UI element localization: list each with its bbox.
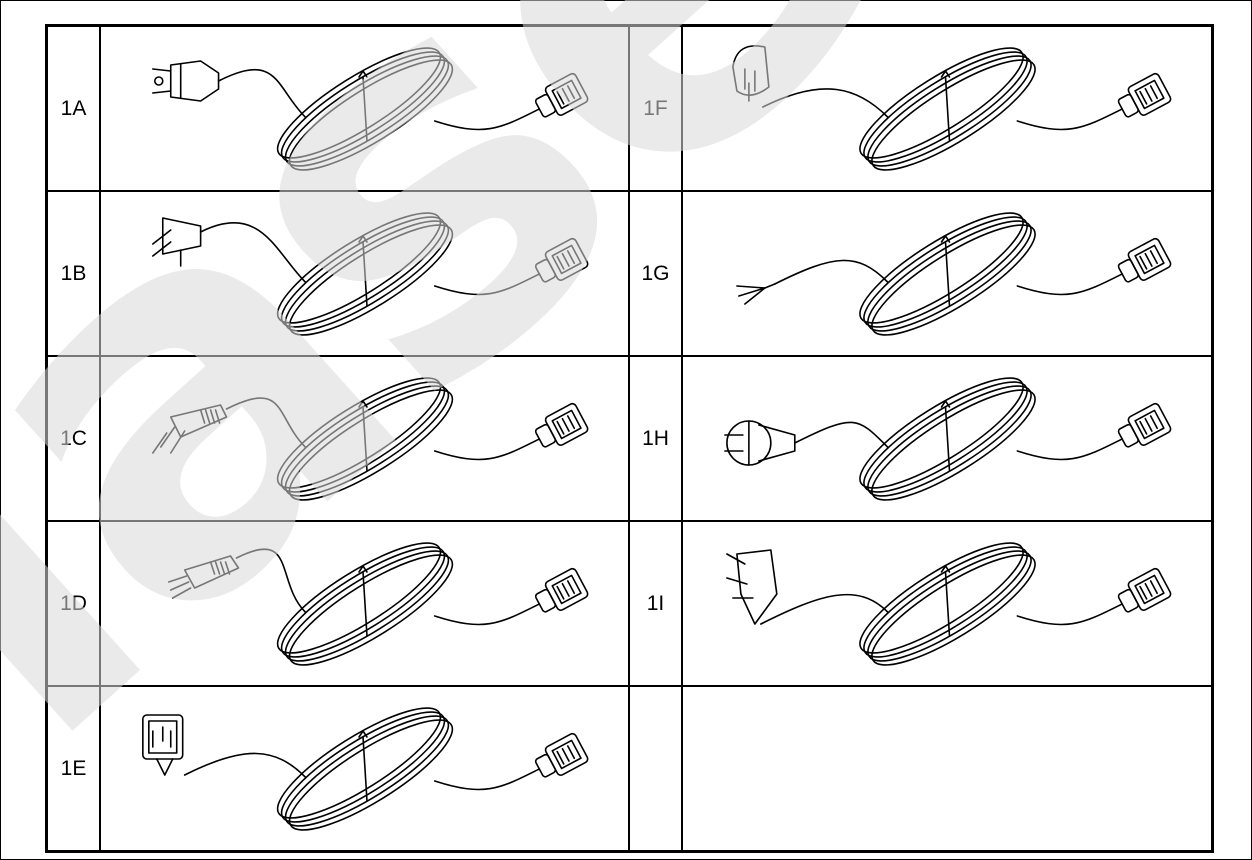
cable-coil — [859, 47, 1036, 171]
cord-cable — [217, 69, 307, 118]
cable-coil — [859, 542, 1036, 666]
cable-tie — [940, 235, 951, 243]
plug-italy-plug — [167, 555, 240, 599]
cable-tie — [358, 70, 368, 78]
empty-image-cell — [682, 686, 1212, 851]
cable-coil — [276, 542, 454, 666]
iec-c13-connector — [1117, 402, 1172, 448]
cord-cable — [433, 603, 541, 626]
cord-drawing — [726, 542, 1172, 666]
cord-drawing — [736, 212, 1172, 336]
cord-drawing — [152, 47, 589, 171]
cord-drawing — [142, 707, 589, 831]
plug-israel-plug — [732, 45, 770, 102]
cord-label: 1E — [60, 756, 87, 780]
cord-label: 1C — [60, 426, 87, 450]
cable-tie — [358, 235, 368, 243]
power-cord-us-3-pin-plug — [100, 26, 629, 191]
cord-cable — [433, 108, 541, 131]
power-cord-swiss-plug — [100, 356, 629, 521]
iec-c13-connector — [1117, 72, 1172, 118]
power-cord-schuko-plug — [682, 356, 1212, 521]
cord-cable — [1016, 273, 1123, 296]
cord-cable — [235, 548, 307, 613]
plug-australia-plug — [152, 217, 202, 267]
cable-coil — [859, 377, 1036, 501]
cable-coil — [276, 707, 454, 831]
cord-label: 1G — [641, 261, 670, 285]
plug-schuko-plug — [724, 420, 796, 466]
iec-c13-connector — [534, 72, 589, 118]
power-cord-bare-wire-end — [682, 191, 1212, 356]
iec-c13-connector — [534, 402, 589, 448]
cord-cable — [1016, 603, 1123, 626]
cord-cable — [183, 752, 307, 778]
cord-label: 1I — [646, 591, 665, 615]
cable-coil — [276, 212, 454, 336]
power-cord-uk-plug — [100, 686, 629, 851]
cord-label: 1A — [60, 96, 87, 120]
cable-coil — [859, 212, 1036, 336]
label-cell: 1H — [629, 356, 682, 521]
cord-drawing — [732, 45, 1172, 171]
cable-tie — [940, 400, 951, 408]
cord-cable — [199, 221, 307, 283]
label-cell: 1B — [47, 191, 100, 356]
power-cord-south-africa-plug — [682, 521, 1212, 686]
label-cell: 1I — [629, 521, 682, 686]
plug-swiss-plug — [152, 404, 228, 454]
power-cord-israel-plug — [682, 26, 1212, 191]
cord-cable — [225, 397, 307, 448]
cord-cable — [774, 259, 889, 285]
cord-label: 1D — [60, 591, 87, 615]
cord-cable — [1016, 438, 1123, 461]
cord-label: 1F — [643, 96, 668, 120]
cord-cable — [762, 88, 889, 118]
iec-c13-connector — [534, 567, 589, 613]
cable-tie — [358, 730, 368, 738]
label-cell: 1G — [629, 191, 682, 356]
plug-bare-wire-end — [736, 283, 776, 305]
plug-us-3-pin-plug — [152, 60, 220, 102]
iec-c13-connector — [534, 732, 589, 778]
plug-uk-plug — [142, 714, 184, 776]
iec-c13-connector — [1117, 567, 1172, 613]
power-cord-table: 1A 1F 1B 1G 1C 1H 1D 1I 1E — [45, 24, 1214, 853]
cable-tie — [940, 70, 951, 78]
cord-cable — [433, 438, 541, 461]
power-cord-australia-plug — [100, 191, 629, 356]
empty-label-cell — [629, 686, 682, 851]
cord-cable — [433, 768, 541, 791]
cord-cable — [1016, 108, 1123, 131]
cable-tie — [940, 565, 951, 573]
cord-drawing — [724, 377, 1172, 501]
label-cell: 1A — [47, 26, 100, 191]
cord-drawing — [152, 212, 589, 336]
cord-cable — [433, 273, 541, 296]
cable-coil — [276, 47, 454, 171]
label-cell: 1E — [47, 686, 100, 851]
label-cell: 1C — [47, 356, 100, 521]
label-cell: 1F — [629, 26, 682, 191]
cable-tie — [358, 565, 368, 573]
cord-cable — [760, 593, 889, 625]
power-cord-italy-plug — [100, 521, 629, 686]
iec-c13-connector — [1117, 237, 1172, 283]
cord-drawing — [167, 542, 589, 666]
cord-cable — [793, 421, 889, 448]
cord-drawing — [152, 377, 589, 501]
label-cell: 1D — [47, 521, 100, 686]
cable-coil — [276, 377, 454, 501]
cord-label: 1B — [60, 261, 87, 285]
cable-tie — [358, 400, 368, 408]
cord-label: 1H — [642, 426, 669, 450]
plug-south-africa-plug — [726, 549, 778, 625]
iec-c13-connector — [534, 237, 589, 283]
